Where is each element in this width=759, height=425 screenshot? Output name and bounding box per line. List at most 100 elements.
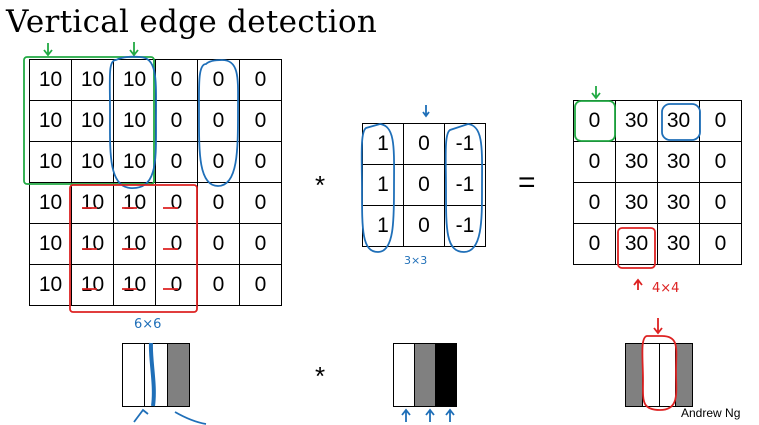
matrix-cell: 0 <box>155 223 198 265</box>
matrix-cell: 10 <box>113 59 156 101</box>
matrix-cell: 30 <box>657 223 700 265</box>
input-image-strip <box>122 343 190 407</box>
strip-band <box>123 344 146 406</box>
strip-band <box>415 344 436 406</box>
matrix-cell: 10 <box>113 182 156 224</box>
matrix-cell: 0 <box>239 100 282 142</box>
matrix-cell: 0 <box>155 141 198 183</box>
matrix-cell: 10 <box>29 141 72 183</box>
matrix-cell: -1 <box>444 205 486 247</box>
matrix-cell: 30 <box>615 182 658 224</box>
green-arrow-icon <box>43 43 53 57</box>
blue-arrow-icon <box>422 105 430 118</box>
green-arrow-icon <box>129 42 139 57</box>
matrix-cell: -1 <box>444 123 486 165</box>
matrix-cell: 0 <box>197 59 240 101</box>
matrix-cell: 10 <box>113 264 156 306</box>
matrix-cell: 0 <box>403 164 445 206</box>
matrix-cell: 0 <box>403 205 445 247</box>
matrix-cell: 0 <box>197 141 240 183</box>
strip-band <box>145 344 168 406</box>
input-size-label: 6×6 <box>134 317 161 332</box>
matrix-cell: 0 <box>239 223 282 265</box>
matrix-cell: 30 <box>615 100 658 142</box>
convolution-operator: * <box>315 170 326 200</box>
matrix-cell: 30 <box>657 182 700 224</box>
matrix-cell: 0 <box>197 100 240 142</box>
matrix-cell: 10 <box>113 223 156 265</box>
matrix-cell: 10 <box>71 141 114 183</box>
matrix-cell: 30 <box>657 100 700 142</box>
matrix-cell: 0 <box>699 223 742 265</box>
matrix-cell: 0 <box>197 264 240 306</box>
output-size-label: 4×4 <box>652 281 679 296</box>
strip-band <box>167 344 189 406</box>
matrix-cell: 0 <box>197 223 240 265</box>
filter-image-strip <box>393 343 457 407</box>
convolution-operator-strips: * <box>315 361 326 391</box>
strip-band <box>642 344 660 406</box>
equals-operator: = <box>518 166 536 199</box>
matrix-cell: 0 <box>573 182 616 224</box>
matrix-cell: 0 <box>699 182 742 224</box>
matrix-cell: 10 <box>71 182 114 224</box>
matrix-cell: 0 <box>573 223 616 265</box>
matrix-cell: 10 <box>29 59 72 101</box>
blue-arrow-icon <box>174 411 207 425</box>
strip-band <box>436 344 456 406</box>
matrix-cell: 0 <box>699 141 742 183</box>
matrix-cell: 1 <box>362 123 404 165</box>
blue-arrow-icon <box>401 408 411 422</box>
matrix-cell: 0 <box>155 59 198 101</box>
matrix-cell: 0 <box>573 100 616 142</box>
matrix-cell: 30 <box>615 223 658 265</box>
output-image-strip <box>625 343 693 407</box>
strip-band <box>676 344 692 406</box>
matrix-cell: 1 <box>362 164 404 206</box>
matrix-cell: 10 <box>29 264 72 306</box>
red-arrow-icon <box>633 278 643 290</box>
blue-arrow-icon <box>445 408 455 422</box>
matrix-cell: 10 <box>29 182 72 224</box>
matrix-cell: 10 <box>71 223 114 265</box>
matrix-cell: 1 <box>362 205 404 247</box>
red-arrow-icon <box>653 318 663 335</box>
matrix-cell: 0 <box>155 100 198 142</box>
matrix-cell: 0 <box>155 264 198 306</box>
matrix-cell: 0 <box>239 59 282 101</box>
matrix-cell: 10 <box>71 100 114 142</box>
green-arrow-icon <box>591 86 601 100</box>
matrix-cell: 30 <box>615 141 658 183</box>
matrix-cell: 0 <box>239 141 282 183</box>
matrix-cell: 0 <box>197 182 240 224</box>
slide-title: Vertical edge detection <box>6 4 378 40</box>
matrix-cell: 0 <box>403 123 445 165</box>
strip-band <box>394 344 415 406</box>
matrix-cell: 10 <box>71 59 114 101</box>
matrix-cell: 0 <box>699 100 742 142</box>
author-credit: Andrew Ng <box>681 406 741 420</box>
matrix-cell: 0 <box>573 141 616 183</box>
filter-size-label: 3×3 <box>404 254 427 267</box>
matrix-cell: 0 <box>155 182 198 224</box>
matrix-cell: 10 <box>71 264 114 306</box>
matrix-cell: 10 <box>113 141 156 183</box>
matrix-cell: -1 <box>444 164 486 206</box>
matrix-cell: 10 <box>29 223 72 265</box>
strip-band <box>626 344 643 406</box>
